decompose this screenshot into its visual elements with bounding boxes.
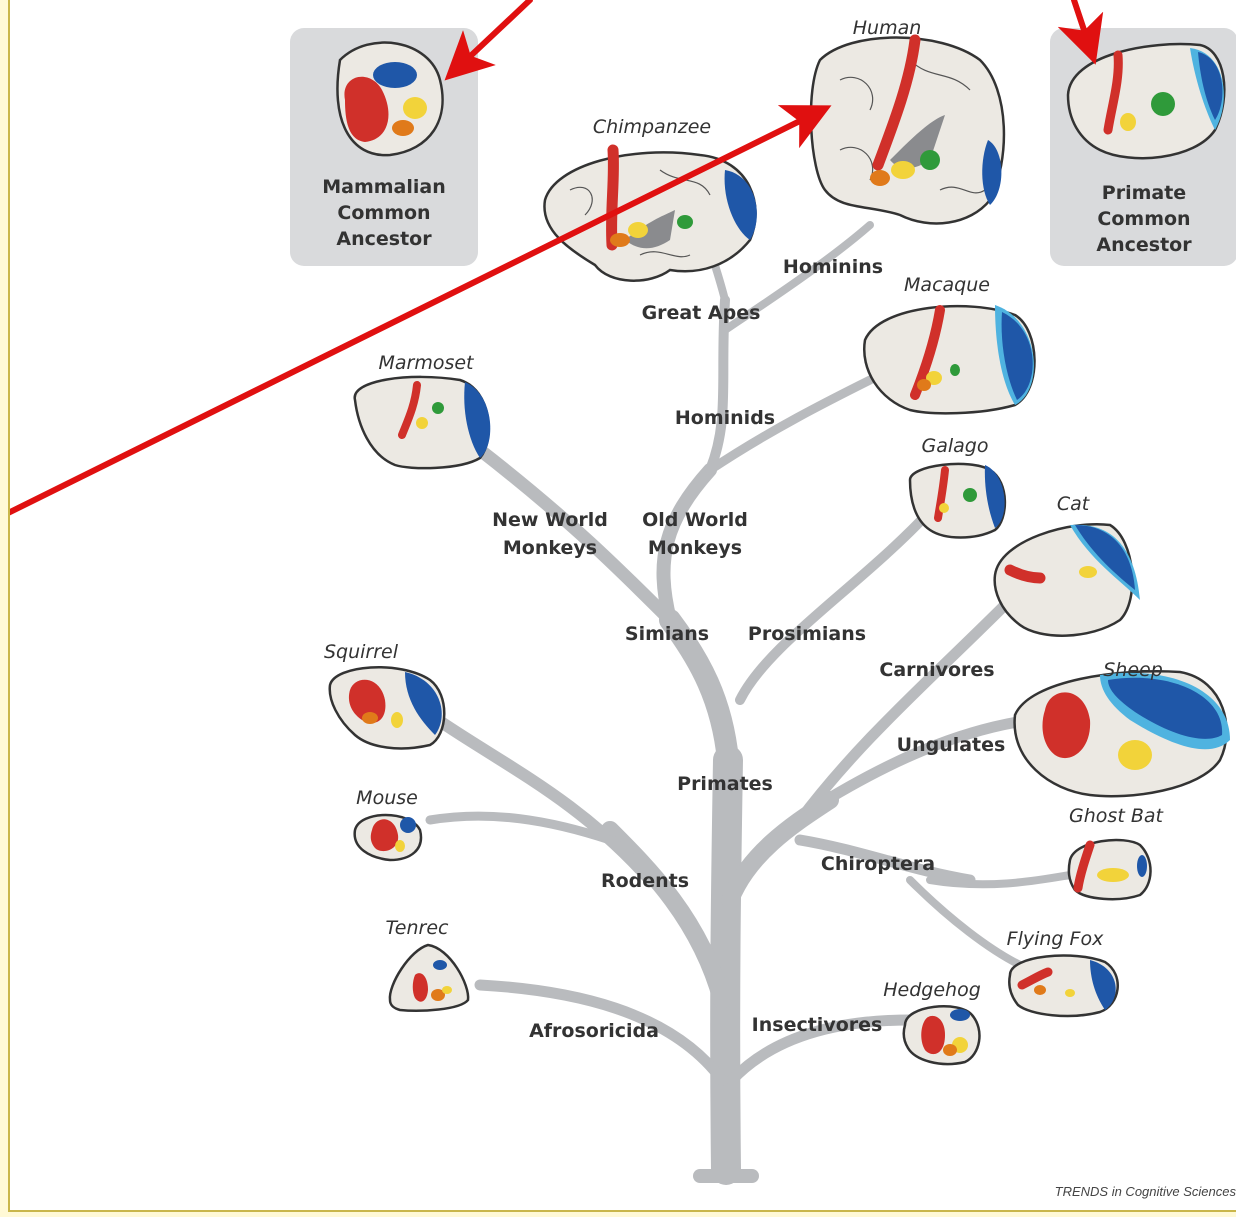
- squirrel-brain: [328, 666, 446, 750]
- arrow-to-human: [10, 105, 832, 516]
- branch-chiroptera: [794, 834, 976, 886]
- arrow-to-mammalian-ancestor: [444, 0, 533, 81]
- squirrel-label: Squirrel: [324, 641, 399, 663]
- tree-trunk: [710, 745, 743, 1185]
- cat-label: Cat: [1057, 493, 1091, 515]
- tenrec-label: Tenrec: [386, 917, 449, 939]
- tenrec-brain: [388, 943, 470, 1012]
- hedgehog-label: Hedgehog: [883, 979, 981, 1001]
- simians-label: Simians: [625, 623, 709, 645]
- great-apes-label: Great Apes: [642, 302, 761, 324]
- chiroptera-label: Chiroptera: [821, 853, 935, 875]
- branch-rodents: [404, 694, 656, 886]
- mammalian-ancestor-box: Mammalian Common Ancestor: [290, 28, 478, 266]
- ghost-bat-brain: [1067, 838, 1152, 901]
- carnivores-label: Carnivores: [879, 659, 994, 681]
- branch-insectivores: [726, 1014, 916, 1086]
- mammalian-ancestor-brain: [336, 41, 444, 157]
- insectivores-label: Insectivores: [752, 1014, 883, 1036]
- macaque-brain: [862, 304, 1036, 415]
- galago-brain: [908, 462, 1007, 539]
- sheep-brain: [1013, 670, 1230, 798]
- branch-flying-fox: [906, 876, 1024, 969]
- mouse-label: Mouse: [356, 787, 418, 809]
- primate-ancestor-brain: [1066, 42, 1226, 160]
- marmoset-brain: [353, 375, 491, 470]
- arrow-to-primate-ancestor: [1057, 0, 1104, 65]
- afrosoricida-label: Afrosoricida: [529, 1020, 659, 1042]
- journal-credit: TRENDS in Cognitive Sciences: [1055, 1184, 1236, 1199]
- macaque-label: Macaque: [904, 274, 990, 296]
- old-world-line-2: Monkeys: [648, 537, 742, 559]
- branch-ungulates: [804, 714, 1036, 816]
- branch-old-world: [656, 463, 717, 627]
- mammalian-ancestor-line-3: Ancestor: [336, 228, 432, 250]
- human-brain: [809, 34, 1006, 225]
- mammalian-ancestor-line-1: Mammalian: [322, 176, 446, 198]
- prosimians-label: Prosimians: [748, 623, 866, 645]
- galago-label: Galago: [922, 435, 989, 457]
- ghost-bat-label: Ghost Bat: [1069, 805, 1164, 827]
- primate-ancestor-box: Primate Common Ancestor: [1050, 28, 1236, 266]
- sheep-label: Sheep: [1103, 659, 1163, 681]
- rodents-label: Rodents: [601, 870, 689, 892]
- branch-left-limb: [601, 821, 731, 1009]
- primate-ancestor-line-3: Ancestor: [1096, 234, 1192, 256]
- branch-primates: [659, 609, 739, 771]
- human-label: Human: [853, 17, 922, 39]
- chimpanzee-brain: [543, 144, 757, 282]
- figure-panel: Mammalian Common Ancestor Primate Common…: [8, 0, 1236, 1212]
- cat-brain: [993, 523, 1140, 637]
- branch-macaque: [705, 375, 875, 475]
- hominins-label: Hominins: [783, 256, 883, 278]
- branch-hominins: [721, 221, 874, 334]
- branch-ghost-bat: [926, 871, 1074, 889]
- branch-hominids: [705, 295, 730, 475]
- new-world-line-1: New World: [492, 509, 608, 531]
- hominids-label: Hominids: [675, 407, 775, 429]
- branch-right-limb: [721, 791, 839, 909]
- branch-simians-nw: [473, 443, 677, 627]
- flying-fox-label: Flying Fox: [1007, 928, 1104, 950]
- hedgehog-brain: [902, 1005, 981, 1066]
- primate-ancestor-line-2: Common: [1097, 208, 1190, 230]
- branch-prosimians: [735, 495, 945, 705]
- branch-carnivores: [794, 594, 1016, 826]
- branch-mouse: [425, 811, 615, 845]
- primates-label: Primates: [677, 773, 773, 795]
- brain-evolution-tree: Mammalian Common Ancestor Primate Common…: [10, 0, 1236, 1199]
- chimpanzee-label: Chimpanzee: [593, 116, 711, 138]
- marmoset-label: Marmoset: [378, 352, 475, 374]
- new-world-line-2: Monkeys: [503, 537, 597, 559]
- mammalian-ancestor-line-2: Common: [337, 202, 430, 224]
- flying-fox-brain: [1008, 954, 1119, 1018]
- phylogenetic-tree: [404, 221, 1074, 1185]
- primate-ancestor-line-1: Primate: [1102, 182, 1186, 204]
- old-world-line-1: Old World: [642, 509, 748, 531]
- branch-afrosoricida: [474, 979, 728, 1086]
- ungulates-label: Ungulates: [897, 734, 1006, 756]
- annotation-arrows: [10, 0, 1104, 516]
- mouse-brain: [353, 813, 423, 862]
